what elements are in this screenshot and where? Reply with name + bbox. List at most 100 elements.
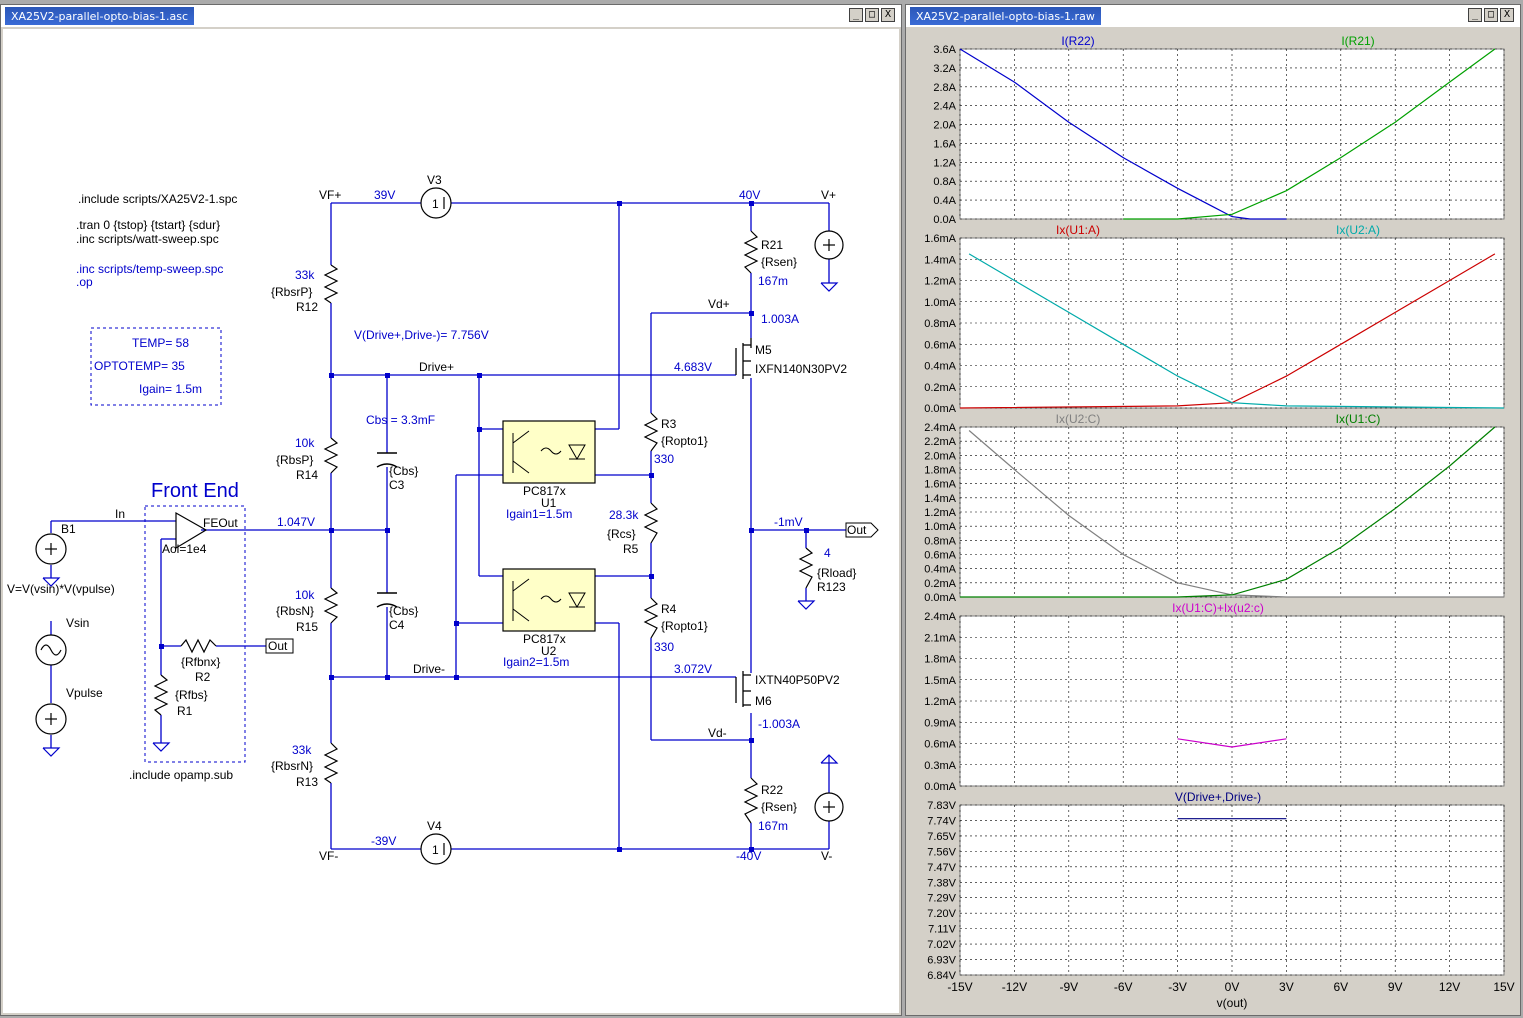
x-tick-label: 9V xyxy=(1388,980,1403,994)
r4-param: {Ropto1} xyxy=(661,619,708,633)
c3-name: C3 xyxy=(389,478,405,492)
minimize-button[interactable]: _ xyxy=(1468,8,1482,22)
y-tick-label: 1.2A xyxy=(933,157,956,169)
plot-pane-4: 2.4mA2.1mA1.8mA1.5mA1.2mA0.9mA0.6mA0.3mA… xyxy=(924,601,1505,793)
net-vdp: Vd+ xyxy=(708,297,730,311)
schematic-canvas[interactable]: .include scripts/XA25V2-1.spc .tran 0 {t… xyxy=(3,29,899,1013)
y-tick-label: 1.4mA xyxy=(924,493,956,505)
y-tick-label: 7.74V xyxy=(927,815,956,827)
schematic-titlebar[interactable]: XA25V2-parallel-opto-bias-1.asc _ □ X xyxy=(1,5,901,27)
y-tick-label: 1.0mA xyxy=(924,297,956,309)
waveform-titlebar[interactable]: XA25V2-parallel-opto-bias-1.raw _ □ X xyxy=(906,5,1520,27)
directive-temp: .inc scripts/temp-sweep.spc xyxy=(76,262,223,276)
u2-name: U2 xyxy=(541,644,557,658)
m6-name: M6 xyxy=(755,694,772,708)
y-tick-label: 1.2mA xyxy=(924,696,956,708)
y-tick-label: 1.5mA xyxy=(924,675,956,687)
param-igain: Igain= 1.5m xyxy=(139,382,202,396)
pane-title-right: Ix(U2:A) xyxy=(1336,223,1380,237)
opto-u1 xyxy=(502,420,596,484)
y-tick-label: 2.4A xyxy=(933,101,956,113)
y-tick-label: 1.8mA xyxy=(924,654,956,666)
volt-fe: 1.047V xyxy=(277,515,315,529)
opto-u2 xyxy=(502,568,596,632)
c3-param: {Cbs} xyxy=(389,464,418,478)
u2-gain: Igain2=1.5m xyxy=(503,655,569,669)
sources xyxy=(35,187,844,865)
y-tick-label: 1.6mA xyxy=(924,479,956,491)
r5-name: R5 xyxy=(623,542,639,556)
y-tick-label: 7.47V xyxy=(927,862,956,874)
r14-value: 10k xyxy=(295,436,315,450)
y-tick-label: 0.8A xyxy=(933,176,956,188)
y-tick-label: 7.20V xyxy=(927,908,956,920)
param-optotemp: OPTOTEMP= 35 xyxy=(94,359,185,373)
schematic-window[interactable]: XA25V2-parallel-opto-bias-1.asc _ □ X xyxy=(0,4,902,1016)
b1-expr: V=V(vsin)*V(vpulse) xyxy=(7,582,115,596)
y-tick-label: 1.6mA xyxy=(924,233,956,245)
directive-include: .include scripts/XA25V2-1.spc xyxy=(78,192,237,206)
maximize-button[interactable]: □ xyxy=(1484,8,1498,22)
r5-value: 28.3k xyxy=(609,508,639,522)
opamp-aol: Aol=1e4 xyxy=(162,542,207,556)
r13-value: 33k xyxy=(292,743,312,757)
pane-title-left: Ix(U1:A) xyxy=(1056,223,1100,237)
schematic-svg[interactable]: .include scripts/XA25V2-1.spc .tran 0 {t… xyxy=(3,29,899,1013)
wires xyxy=(50,202,846,850)
volt-gate5: 4.683V xyxy=(674,360,712,374)
r123-name: R123 xyxy=(817,580,846,594)
m5-model: IXFN140N30PV2 xyxy=(755,362,847,376)
waveform-window[interactable]: XA25V2-parallel-opto-bias-1.raw _ □ X 3.… xyxy=(905,4,1521,1016)
pane-title-left: Ix(U2:C) xyxy=(1056,412,1101,426)
waveform-plots[interactable]: 3.6A3.2A2.8A2.4A2.0A1.6A1.2A0.8A0.4A0.0A… xyxy=(908,29,1518,1013)
y-tick-label: 7.65V xyxy=(927,831,956,843)
y-tick-label: 0.0mA xyxy=(924,781,956,793)
out-port-right[interactable] xyxy=(845,522,879,538)
y-tick-label: 0.4A xyxy=(933,195,956,207)
y-tick-label: 2.8A xyxy=(933,82,956,94)
b1-name: B1 xyxy=(61,522,76,536)
plot-pane-2: 1.6mA1.4mA1.2mA1.0mA0.8mA0.6mA0.4mA0.2mA… xyxy=(924,223,1505,415)
x-tick-label: -3V xyxy=(1168,980,1187,994)
pane-title-right: Ix(U1:C) xyxy=(1336,412,1381,426)
net-vfn: VF- xyxy=(319,849,338,863)
y-tick-label: 2.0mA xyxy=(924,450,956,462)
waveform-title: XA25V2-parallel-opto-bias-1.raw xyxy=(910,7,1101,25)
series-line xyxy=(1177,738,1287,748)
r123-param: {Rload} xyxy=(817,566,856,580)
curr-m5: 1.003A xyxy=(761,312,799,326)
minimize-button[interactable]: _ xyxy=(849,8,863,22)
vdrive-readout: V(Drive+,Drive-)= 7.756V xyxy=(354,328,489,342)
y-tick-label: 7.29V xyxy=(927,893,956,905)
r21-name: R21 xyxy=(761,238,783,252)
r3-value: 330 xyxy=(654,452,674,466)
r21-param: {Rsen} xyxy=(761,255,797,269)
r14-param: {RbsP} xyxy=(276,453,313,467)
series-line xyxy=(968,253,1505,409)
y-tick-label: 2.4mA xyxy=(924,611,956,623)
r12-param: {RbsrP} xyxy=(271,285,312,299)
maximize-button[interactable]: □ xyxy=(865,8,879,22)
y-tick-label: 0.6mA xyxy=(924,339,956,351)
u1-model: PC817x xyxy=(523,484,566,498)
y-tick-label: 6.93V xyxy=(927,955,956,967)
include-opamp: .include opamp.sub xyxy=(129,768,233,782)
x-tick-label: -9V xyxy=(1059,980,1078,994)
plot-pane-1: 3.6A3.2A2.8A2.4A2.0A1.6A1.2A0.8A0.4A0.0A… xyxy=(933,34,1505,226)
r123-value: 4 xyxy=(824,546,831,560)
y-tick-label: 1.2mA xyxy=(924,507,956,519)
close-button[interactable]: X xyxy=(881,8,895,22)
net-vdn: Vd- xyxy=(708,726,727,740)
x-tick-label: -6V xyxy=(1114,980,1133,994)
close-button[interactable]: X xyxy=(1500,8,1514,22)
y-tick-label: 0.6mA xyxy=(924,739,956,751)
y-tick-label: 0.0mA xyxy=(924,592,956,604)
y-tick-label: 2.0A xyxy=(933,120,956,132)
out-port-fb[interactable] xyxy=(265,638,294,654)
c4-name: C4 xyxy=(389,618,405,632)
mosfets xyxy=(735,338,752,707)
y-tick-label: 7.38V xyxy=(927,877,956,889)
opamp-symbol xyxy=(175,511,208,550)
y-tick-label: 0.0mA xyxy=(924,403,956,415)
